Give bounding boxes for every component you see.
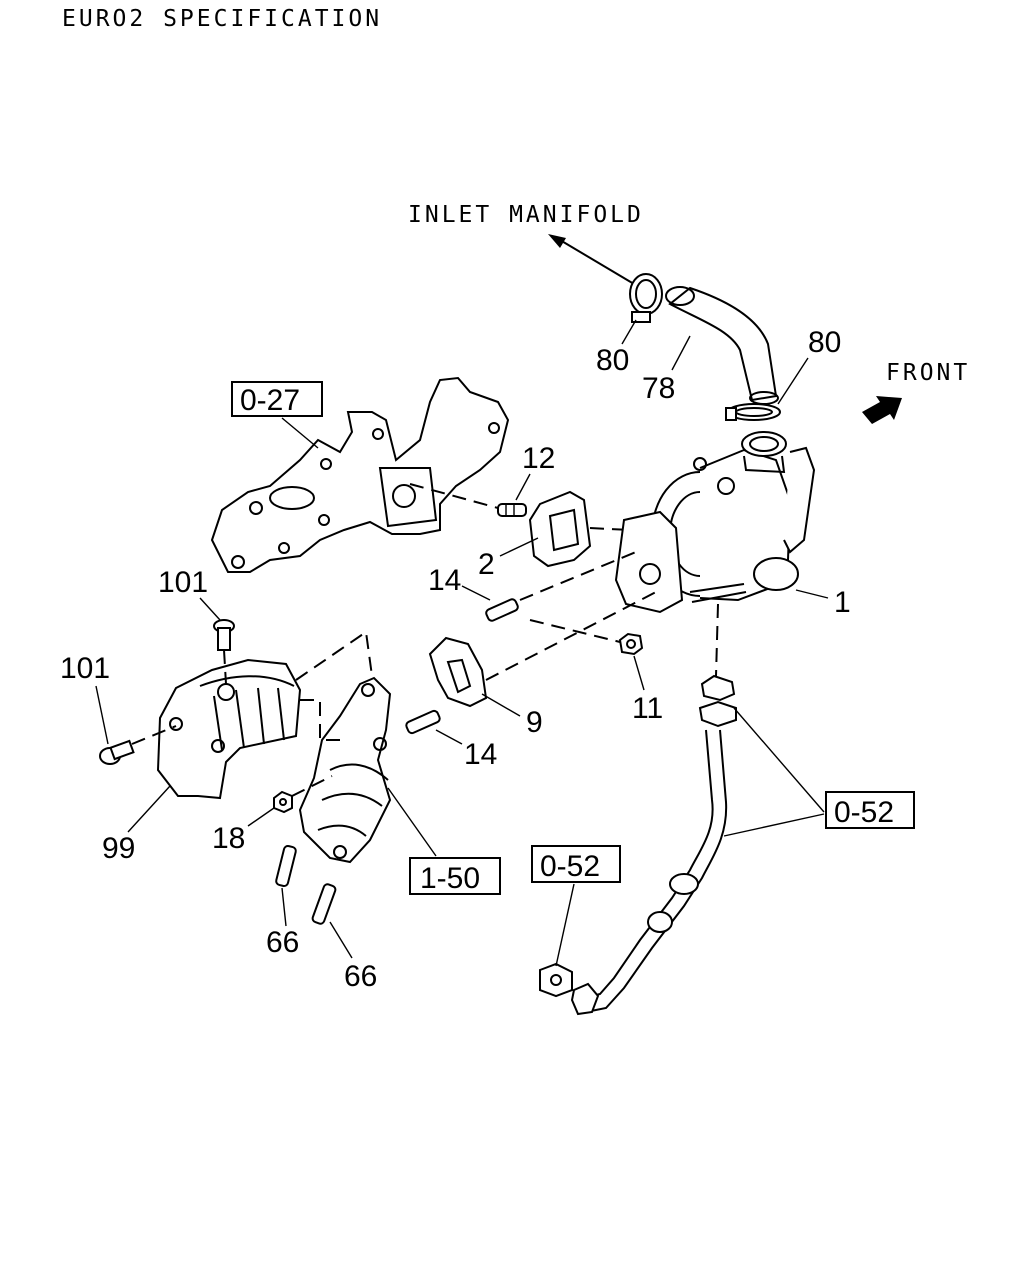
catalyst-front-pipe	[298, 676, 392, 864]
clamp-80-right	[725, 403, 781, 421]
callout-2[interactable]: 2	[478, 548, 495, 581]
gasket-2	[528, 490, 592, 568]
exhaust-manifold-ref-box[interactable]	[231, 381, 323, 417]
callout-80-right[interactable]: 80	[808, 326, 841, 359]
callout-66-right[interactable]: 66	[344, 960, 377, 993]
stud-66-left	[275, 844, 297, 888]
callout-66-left[interactable]: 66	[266, 926, 299, 959]
bolt-101-top	[213, 619, 235, 651]
catalyst-ref-label[interactable]: 1-50	[420, 862, 480, 895]
callout-80-left[interactable]: 80	[596, 344, 629, 377]
clamp-80-left	[629, 273, 663, 323]
turbocharger	[614, 431, 816, 614]
exhaust-manifold	[210, 376, 510, 573]
stud-12	[497, 503, 527, 517]
oil-pipe-ref-label-bottom[interactable]: 0-52	[540, 850, 600, 883]
oil-pipe-ref-box-bottom[interactable]	[531, 845, 621, 883]
oil-pipe-ref-box-right[interactable]	[825, 791, 915, 829]
stud-14-upper	[485, 598, 519, 622]
heat-shield-99	[156, 658, 302, 800]
callout-9[interactable]: 9	[526, 706, 543, 739]
front-label: FRONT	[886, 360, 970, 386]
hose-78	[665, 286, 779, 405]
nut-18	[273, 790, 293, 814]
inlet-manifold-label: INLET MANIFOLD	[408, 202, 644, 228]
callout-99[interactable]: 99	[102, 832, 135, 865]
callout-11[interactable]: 11	[632, 692, 663, 725]
callout-101-top[interactable]: 101	[158, 566, 208, 599]
callout-101-left[interactable]: 101	[60, 652, 110, 685]
stud-14-lower	[405, 709, 441, 735]
exhaust-manifold-ref-label[interactable]: 0-27	[240, 384, 300, 417]
nut-11	[618, 632, 644, 656]
callout-78[interactable]: 78	[642, 372, 675, 405]
callout-1[interactable]: 1	[834, 586, 851, 619]
callout-14-lower[interactable]: 14	[464, 738, 497, 771]
inlet-direction-arrow	[548, 234, 635, 285]
spec-title: EURO2 SPECIFICATION	[62, 6, 382, 32]
gasket-9	[428, 636, 488, 708]
callout-18[interactable]: 18	[212, 822, 245, 855]
bolt-101-left	[99, 739, 135, 765]
callout-14-upper[interactable]: 14	[428, 564, 461, 597]
catalyst-ref-box[interactable]	[409, 857, 501, 895]
front-direction-arrow	[862, 396, 902, 424]
stud-66-right	[311, 883, 337, 925]
oil-pipe-ref-label-right[interactable]: 0-52	[834, 796, 894, 829]
callout-12[interactable]: 12	[522, 442, 555, 475]
oil-return-pipe	[539, 603, 737, 1016]
